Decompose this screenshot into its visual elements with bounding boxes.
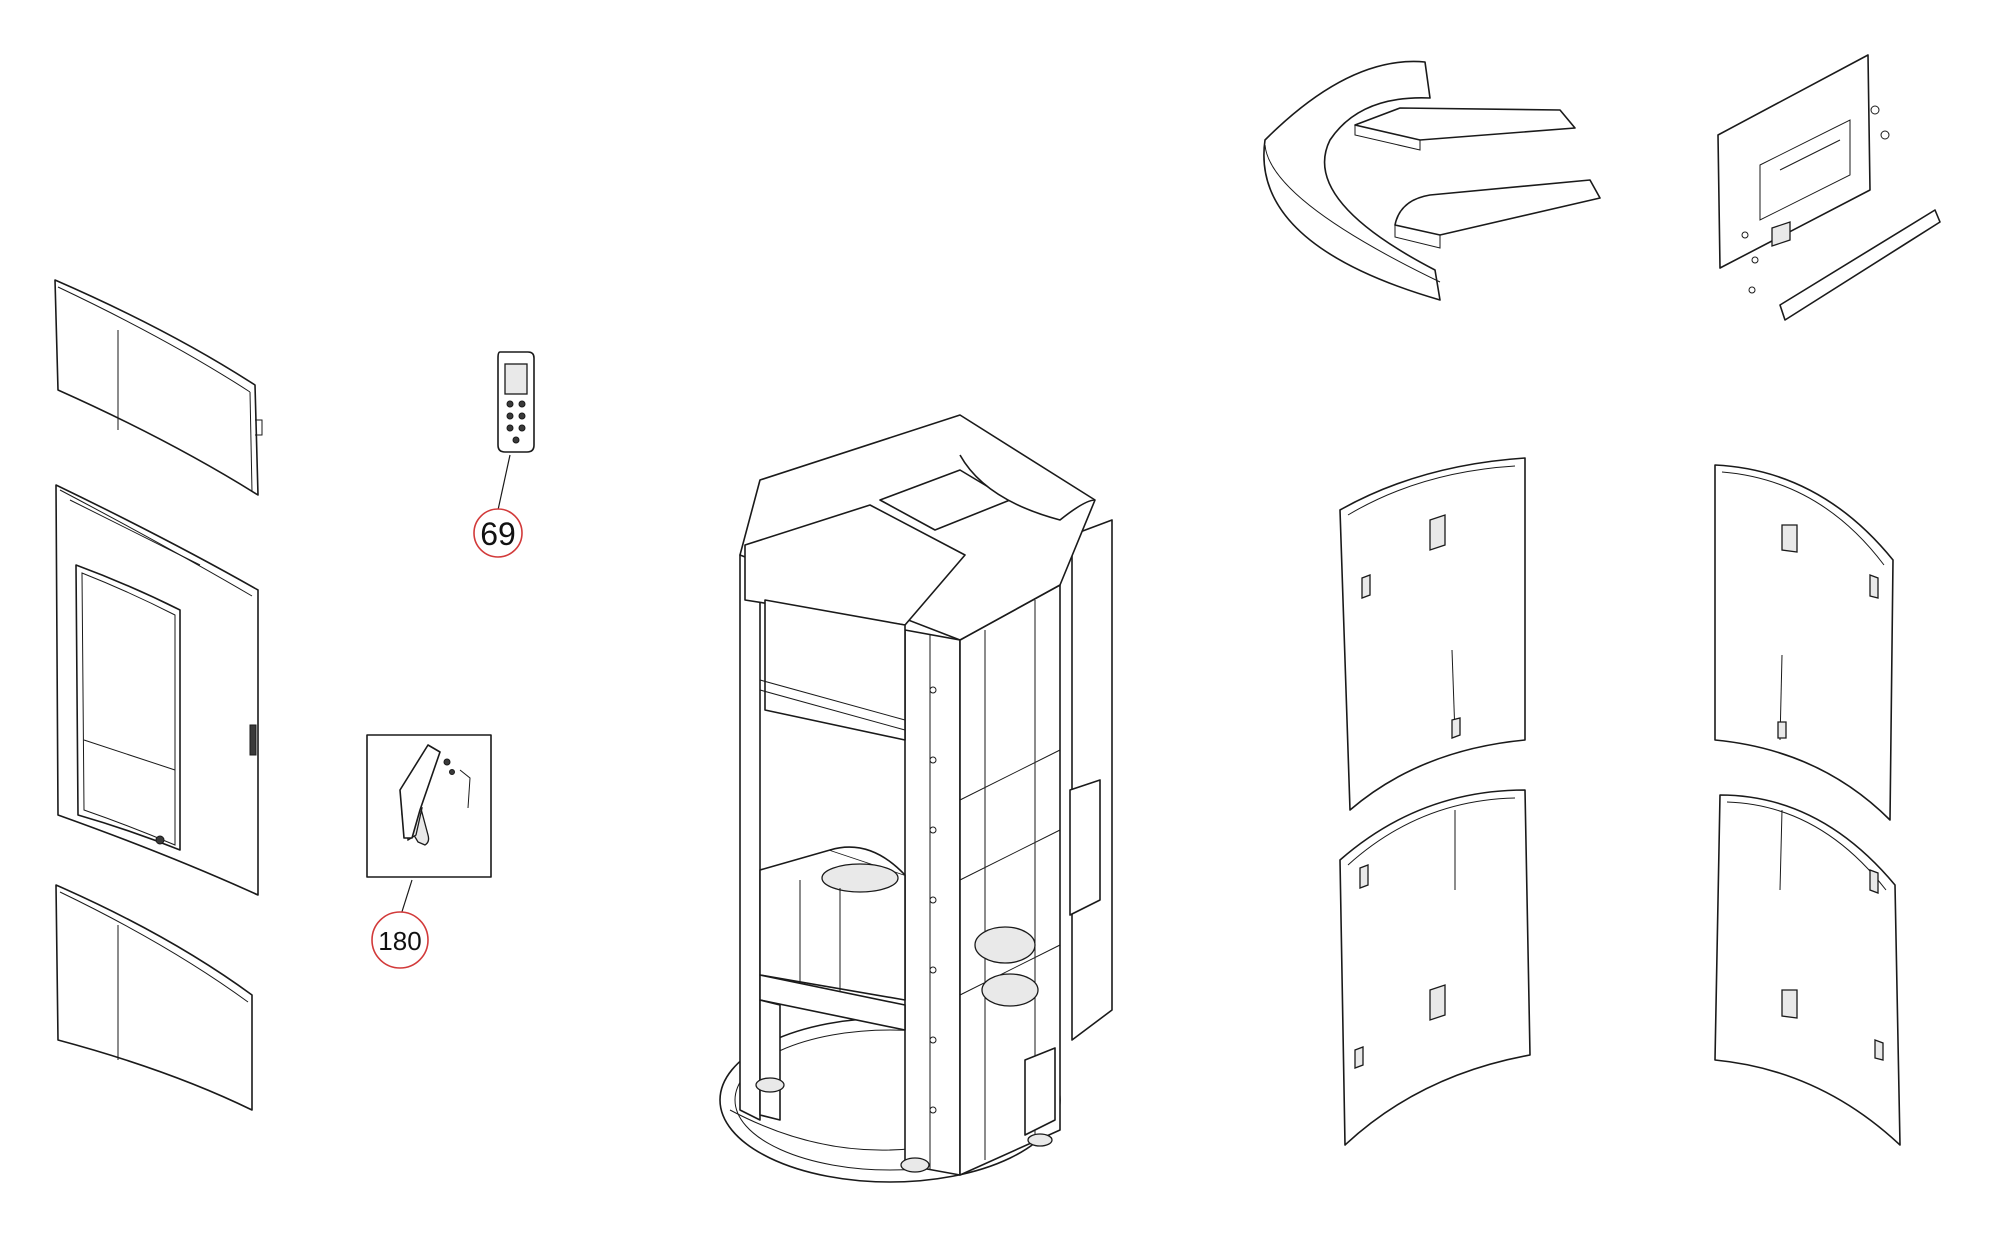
stove-frame-assembly (719, 414, 1113, 1183)
handle-kit (366, 734, 492, 878)
side-panel-upper-left (1339, 457, 1526, 811)
front-bottom-panel (55, 884, 253, 1111)
top-ring-outer (1263, 60, 1441, 301)
callout-69: 69 (473, 508, 523, 558)
top-ring-inner-back (1354, 107, 1576, 151)
callout-180-label: 180 (378, 926, 421, 956)
remote-control (497, 351, 535, 453)
callout-69-label: 69 (480, 516, 516, 552)
front-top-panel (54, 279, 263, 496)
side-panel-lower-right (1714, 794, 1901, 1146)
side-panel-upper-right (1714, 464, 1894, 821)
top-ring-inner-front (1394, 179, 1601, 249)
remote-leader-line (497, 454, 511, 511)
back-bracket-strip (1779, 209, 1941, 321)
back-bracket-plate (1717, 54, 1890, 294)
front-door-panel (55, 484, 259, 896)
side-panel-lower-left (1339, 789, 1531, 1146)
callout-180: 180 (371, 911, 429, 969)
